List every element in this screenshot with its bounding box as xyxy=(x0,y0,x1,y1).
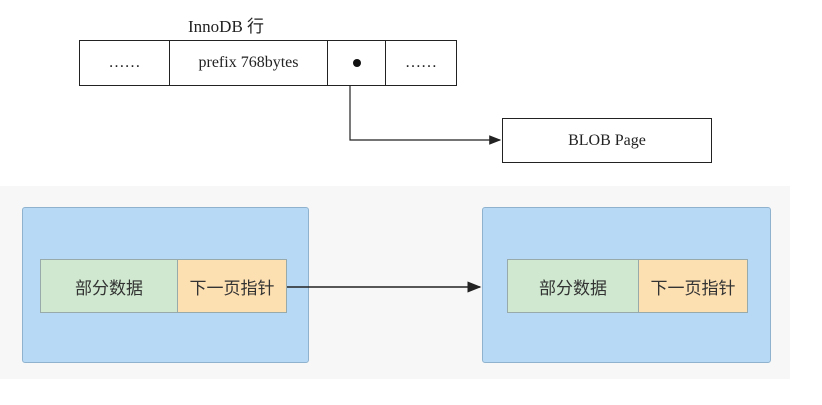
row-cell-prefix: prefix 768bytes xyxy=(169,41,327,85)
pointer-to-blob-arrow xyxy=(349,86,502,145)
innodb-row: …… prefix 768bytes …… xyxy=(79,40,457,86)
row-cell-pointer xyxy=(327,41,385,85)
next-page-pointer-segment: 下一页指针 xyxy=(177,259,287,313)
dot-icon xyxy=(352,59,361,67)
row-cell-ellipsis-right: …… xyxy=(385,41,456,85)
next-page-pointer-segment: 下一页指针 xyxy=(638,259,748,313)
row-cell-ellipsis-left: …… xyxy=(108,54,141,71)
blob-page-box: BLOB Page xyxy=(502,118,712,163)
partial-data-segment: 部分数据 xyxy=(507,259,639,313)
partial-data-segment: 部分数据 xyxy=(40,259,178,313)
innodb-row-title: InnoDB 行 xyxy=(188,17,265,36)
